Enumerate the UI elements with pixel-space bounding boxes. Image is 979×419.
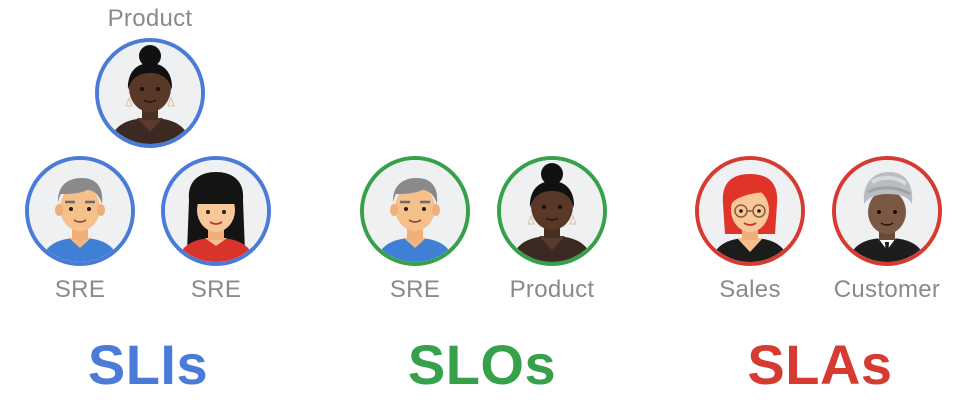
person-turban-avatar-icon: [832, 156, 942, 266]
slo-product-label: Product: [509, 276, 595, 303]
sli-title: SLIs: [87, 333, 209, 396]
man-gray-hair-avatar-icon: [25, 156, 135, 266]
slo-sre-label: SRE: [389, 276, 441, 303]
man-gray-hair-avatar-icon: [360, 156, 470, 266]
woman-dark-bun-avatar-icon: [95, 38, 205, 148]
slo-title: SLOs: [407, 333, 557, 396]
woman-red-hair-glasses-avatar-icon: [695, 156, 805, 266]
woman-black-hair-avatar-icon: [161, 156, 271, 266]
sla-customer-label: Customer: [833, 276, 941, 303]
sli-sre-label-1: SRE: [54, 276, 106, 303]
sla-title: SLAs: [747, 333, 893, 396]
sli-sre-label-2: SRE: [190, 276, 242, 303]
woman-dark-bun-avatar-icon: [497, 156, 607, 266]
sla-sales-label: Sales: [719, 276, 781, 303]
sli-product-label: Product: [107, 5, 193, 32]
